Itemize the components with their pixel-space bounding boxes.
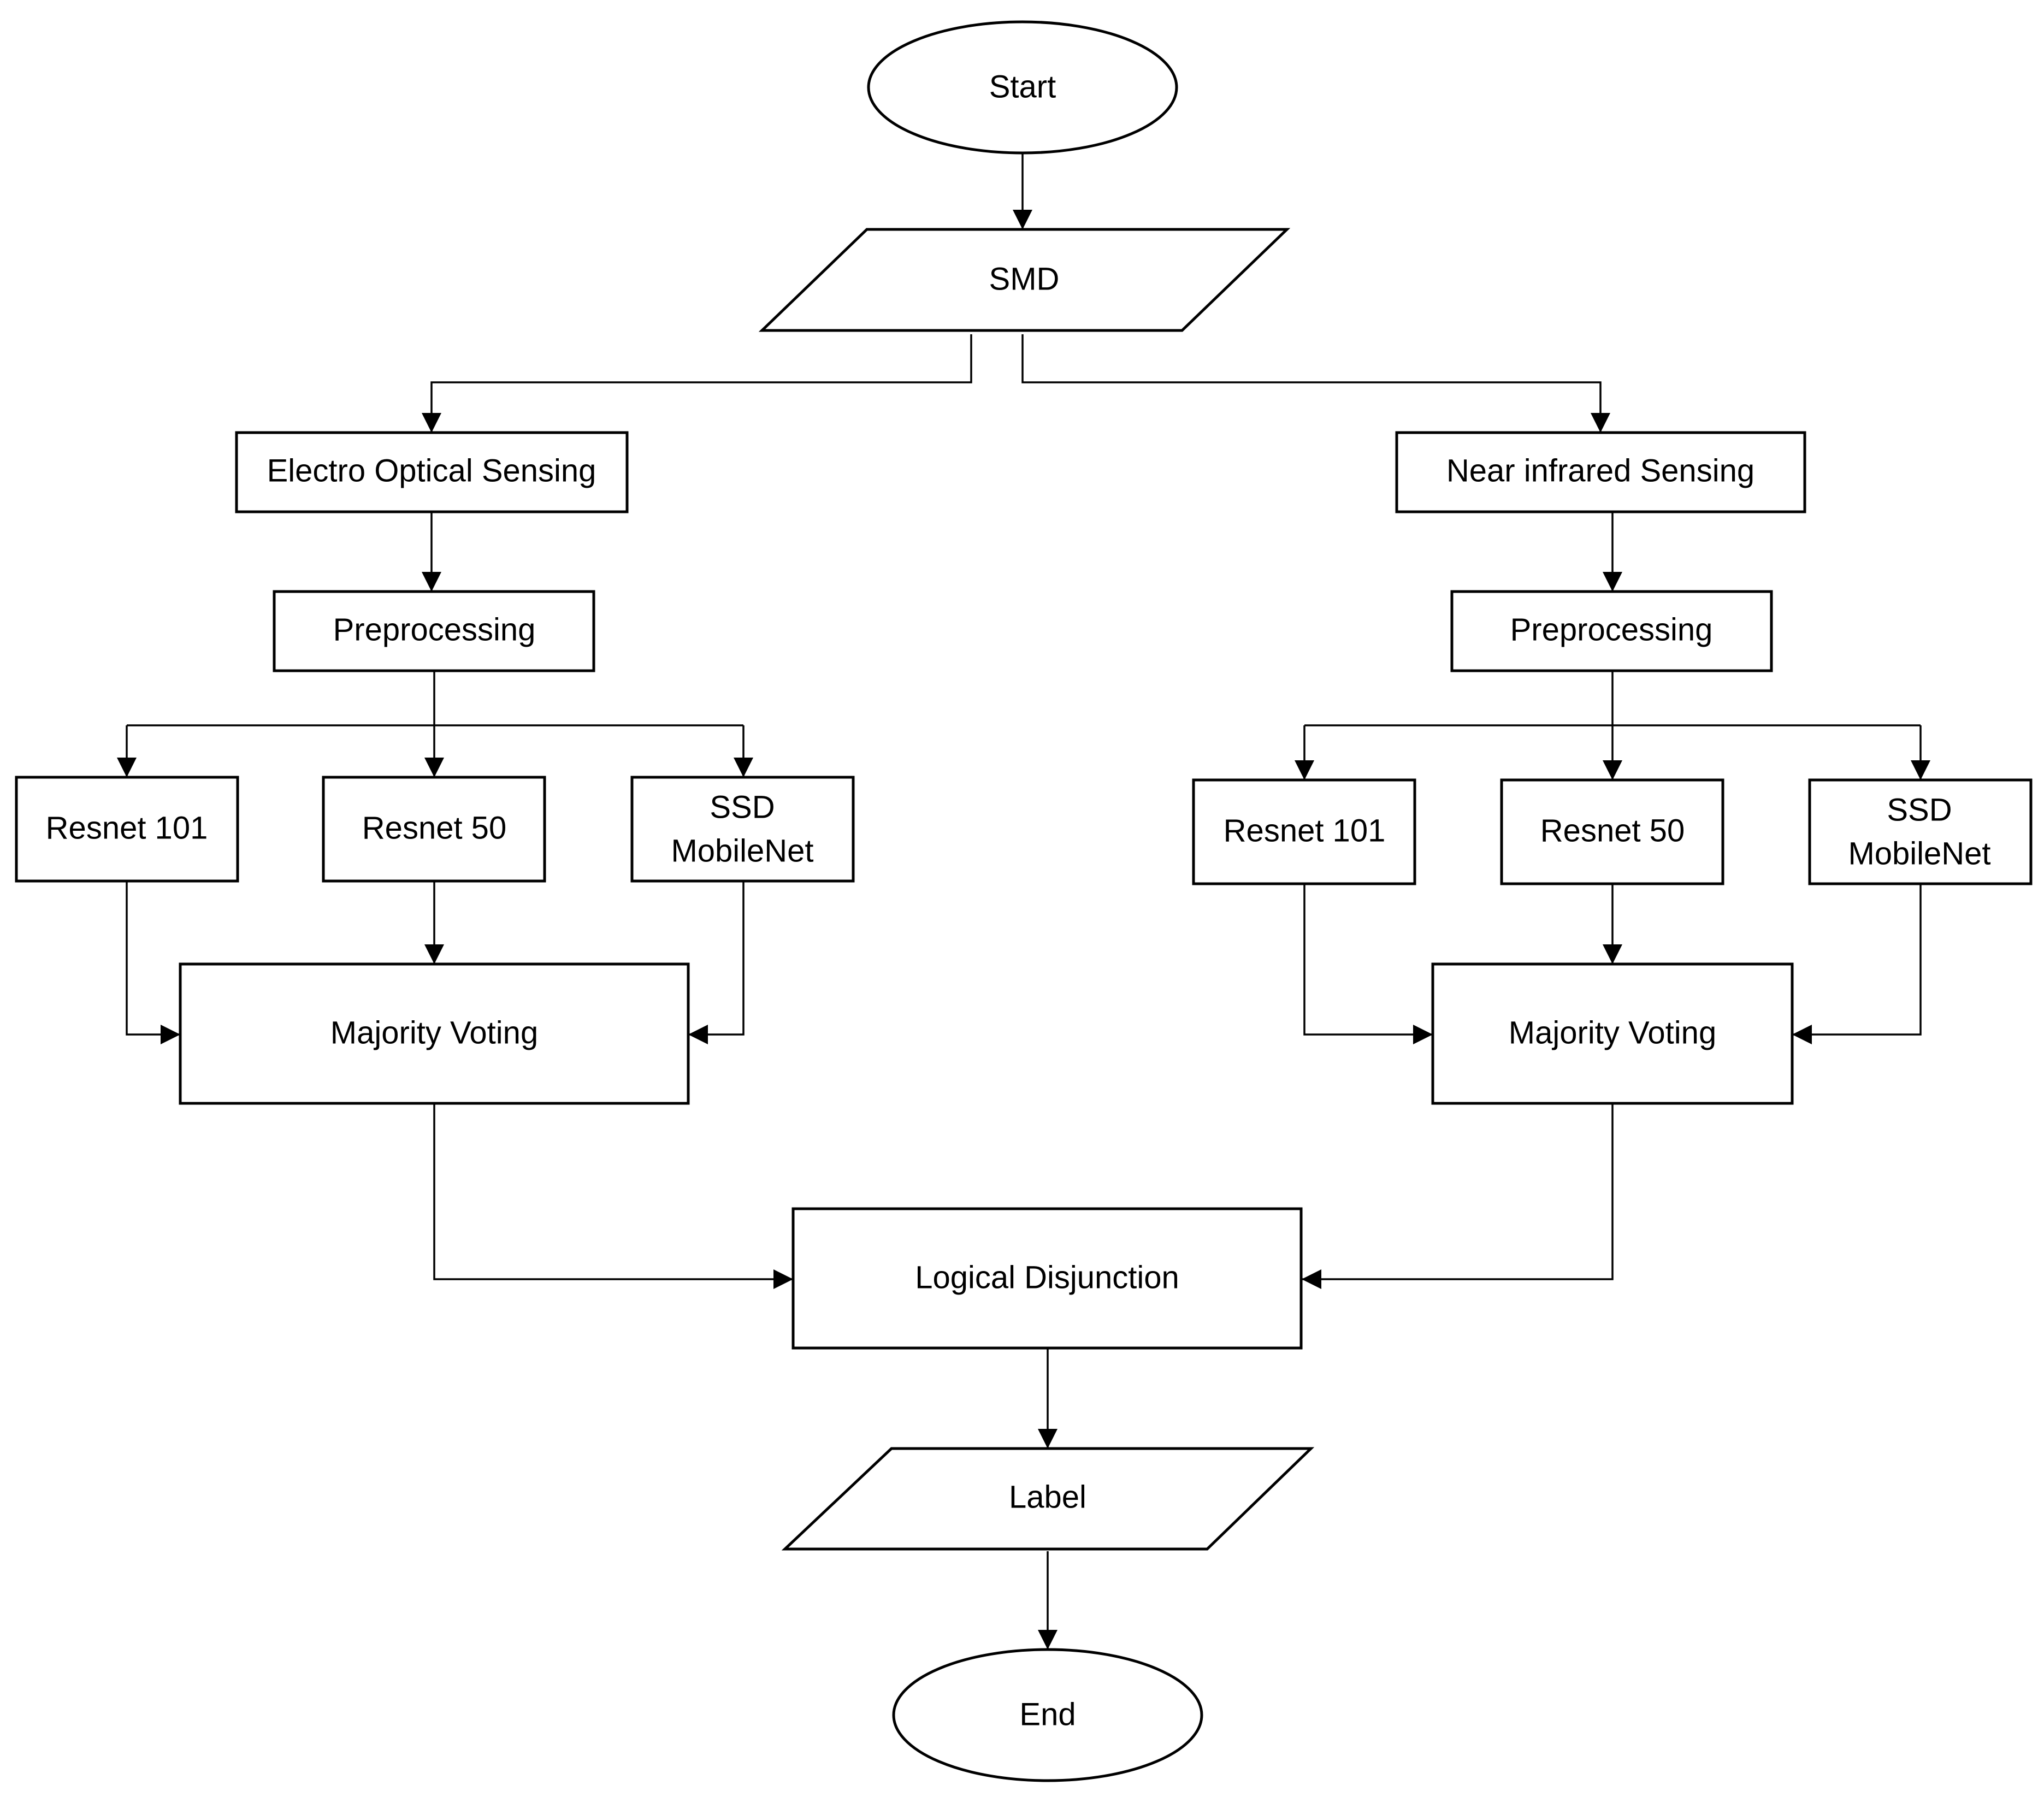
- node-start: Start: [867, 20, 1178, 155]
- node-disjunction: Logical Disjunction: [791, 1207, 1303, 1350]
- node-nir-resnet101-label: Resnet 101: [1224, 813, 1386, 848]
- node-label-label: Label: [1009, 1479, 1086, 1515]
- node-nir-preprocessing: Preprocessing: [1450, 590, 1773, 672]
- node-eo-resnet50: Resnet 50: [322, 776, 546, 883]
- node-nir-resnet50: Resnet 50: [1500, 778, 1724, 885]
- node-eo-resnet101-label: Resnet 101: [46, 810, 208, 846]
- node-label: Label: [781, 1447, 1315, 1551]
- edge-nir-resnet101-to-voting: [1303, 885, 1433, 1044]
- node-nir-voting: Majority Voting: [1431, 962, 1794, 1105]
- edge-eo-resnet101-to-voting: [126, 882, 180, 1044]
- node-eo-preprocessing-label: Preprocessing: [333, 612, 536, 647]
- node-eo-resnet50-label: Resnet 50: [362, 810, 506, 846]
- node-nir-ssd-label-line1: SSD: [1887, 792, 1952, 827]
- node-start-label: Start: [989, 69, 1056, 104]
- node-smd-label: SMD: [989, 261, 1060, 297]
- node-nir-sensing-label: Near infrared Sensing: [1446, 453, 1754, 488]
- node-nir-voting-label: Majority Voting: [1509, 1015, 1716, 1050]
- node-eo-ssd-label-line1: SSD: [710, 789, 775, 825]
- edges: [117, 153, 1930, 1650]
- node-eo-sensing-label: Electro Optical Sensing: [267, 453, 596, 488]
- node-nir-resnet101: Resnet 101: [1192, 778, 1416, 885]
- node-nir-ssd-label-line2: MobileNet: [1848, 836, 1990, 871]
- node-disjunction-label: Logical Disjunction: [915, 1260, 1179, 1295]
- node-nir-ssd: SSD MobileNet: [1808, 778, 2033, 885]
- edge-smd-to-nir-sensing: [1021, 334, 1610, 433]
- node-smd: SMD: [758, 228, 1291, 332]
- edge-smd-to-eo-sensing: [422, 334, 972, 433]
- node-end: End: [892, 1648, 1203, 1782]
- node-eo-preprocessing: Preprocessing: [273, 590, 595, 672]
- edge-nir-voting-to-disjunction: [1302, 1104, 1614, 1289]
- node-nir-preprocessing-label: Preprocessing: [1510, 612, 1713, 647]
- node-eo-voting-label: Majority Voting: [330, 1015, 538, 1050]
- edge-eo-ssd-to-voting: [688, 882, 745, 1044]
- edge-eo-preprocessing-split: [127, 672, 743, 726]
- node-eo-voting: Majority Voting: [179, 962, 690, 1105]
- edge-eo-voting-to-disjunction: [433, 1104, 793, 1289]
- node-eo-resnet101: Resnet 101: [15, 776, 239, 883]
- node-eo-ssd: SSD MobileNet: [630, 776, 855, 883]
- node-nir-sensing: Near infrared Sensing: [1395, 431, 1806, 513]
- edge-nir-preprocessing-split: [1304, 672, 1921, 726]
- node-eo-ssd-label-line2: MobileNet: [671, 833, 813, 868]
- node-nir-resnet50-label: Resnet 50: [1540, 813, 1685, 848]
- edge-nir-ssd-to-voting: [1792, 885, 1922, 1044]
- node-end-label: End: [1019, 1696, 1076, 1732]
- node-eo-sensing: Electro Optical Sensing: [235, 431, 629, 513]
